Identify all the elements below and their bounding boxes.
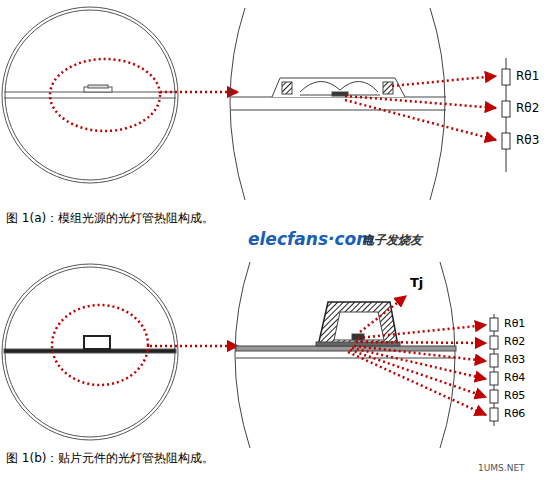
resistor-label: Rθ3 <box>504 354 525 366</box>
watermark: 电子发烧友 <box>362 234 422 247</box>
tube-section <box>2 7 178 183</box>
resistor-label: Rθ1 <box>516 70 539 83</box>
resistor-chain <box>502 58 510 172</box>
junction-label: Tj <box>410 276 423 290</box>
resistor-label: Rθ3 <box>516 134 539 147</box>
figure-caption: 图 1(b)：贴片元件的光灯管热阻构成。 <box>6 452 214 465</box>
resistor-label: Rθ2 <box>516 102 539 115</box>
watermark: elecfans·com <box>248 230 374 249</box>
tj-arrow <box>360 296 406 332</box>
heat-path-arrows <box>348 325 486 415</box>
zoom-arrow <box>150 345 238 348</box>
focus-ellipse <box>50 59 160 131</box>
heat-path-arrows <box>345 76 496 140</box>
zoom-arrow <box>160 91 238 94</box>
watermark: 1UMS.NET <box>478 464 525 474</box>
figure-caption: 图 1(a)：模组光源的光灯管热阻构成。 <box>6 212 214 225</box>
zoom-view <box>230 8 446 200</box>
focus-ellipse <box>52 305 148 385</box>
resistor-label: Rθ4 <box>504 372 525 384</box>
resistor-label: Rθ6 <box>504 408 525 420</box>
tube-section <box>2 264 178 440</box>
resistor-chain <box>490 314 498 426</box>
resistor-label: Rθ1 <box>504 318 525 330</box>
resistor-label: Rθ2 <box>504 336 525 348</box>
resistor-label: Rθ5 <box>504 390 525 402</box>
zoom-view <box>235 262 456 448</box>
